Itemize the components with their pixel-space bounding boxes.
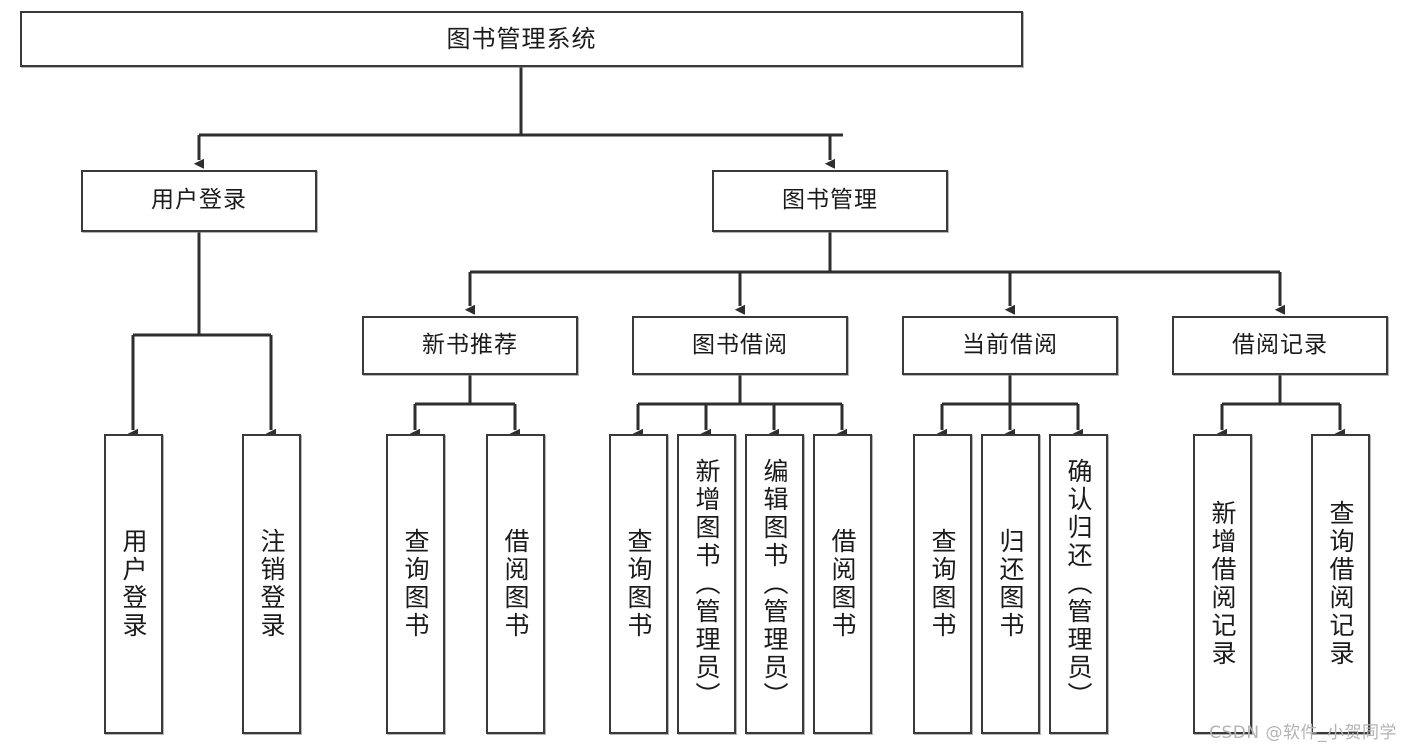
node-leaf-borrow-book-1[interactable]: 借阅图书 — [486, 434, 545, 734]
node-leaf-user-logout[interactable]: 注销登录 — [242, 434, 301, 734]
node-user-login-label: 用户登录 — [151, 187, 247, 214]
node-leaf-user-login-label: 用户登录 — [119, 528, 148, 640]
node-leaf-confirm-return-label: 确认归还（管理员） — [1064, 458, 1093, 710]
node-leaf-query-record-label: 查询借阅记录 — [1326, 500, 1355, 668]
node-leaf-return-book-label: 归还图书 — [996, 528, 1025, 640]
node-leaf-query-book-1-label: 查询图书 — [401, 528, 430, 640]
node-book-manage[interactable]: 图书管理 — [712, 170, 948, 232]
connector-root-to-level1 — [199, 67, 843, 160]
node-leaf-user-logout-label: 注销登录 — [257, 528, 286, 640]
node-new-book-recommend-label: 新书推荐 — [422, 331, 518, 358]
node-leaf-borrow-book-1-label: 借阅图书 — [501, 528, 530, 640]
node-leaf-add-record-label: 新增借阅记录 — [1208, 500, 1237, 668]
node-book-borrow[interactable]: 图书借阅 — [632, 316, 848, 375]
node-borrow-record-label: 借阅记录 — [1232, 331, 1328, 358]
node-leaf-user-login[interactable]: 用户登录 — [104, 434, 163, 734]
node-leaf-add-record[interactable]: 新增借阅记录 — [1193, 434, 1252, 734]
node-leaf-query-book-1[interactable]: 查询图书 — [386, 434, 445, 734]
node-current-borrow-label: 当前借阅 — [962, 331, 1058, 358]
node-leaf-add-book-label: 新增图书（管理员） — [692, 458, 721, 710]
connector-currentborrow-to-leaves — [942, 375, 1078, 430]
node-leaf-borrow-book-2[interactable]: 借阅图书 — [813, 434, 872, 734]
connector-borrowrecord-to-leaves — [1222, 375, 1340, 430]
node-leaf-add-book[interactable]: 新增图书（管理员） — [677, 434, 736, 734]
node-book-manage-label: 图书管理 — [782, 187, 878, 214]
node-leaf-query-book-3[interactable]: 查询图书 — [913, 434, 972, 734]
watermark-text: CSDN @软件_小贺同学 — [1209, 723, 1397, 743]
node-leaf-borrow-book-2-label: 借阅图书 — [828, 528, 857, 640]
node-leaf-return-book[interactable]: 归还图书 — [981, 434, 1040, 734]
node-leaf-query-book-2[interactable]: 查询图书 — [609, 434, 668, 734]
node-current-borrow[interactable]: 当前借阅 — [902, 316, 1118, 375]
node-book-borrow-label: 图书借阅 — [692, 331, 788, 358]
node-user-login[interactable]: 用户登录 — [81, 170, 317, 232]
node-borrow-record[interactable]: 借阅记录 — [1172, 316, 1388, 375]
node-leaf-edit-book-label: 编辑图书（管理员） — [760, 458, 789, 710]
connector-bookborrow-to-leaves — [638, 375, 842, 430]
node-leaf-query-book-3-label: 查询图书 — [928, 528, 957, 640]
node-root-label: 图书管理系统 — [446, 24, 597, 53]
node-leaf-confirm-return[interactable]: 确认归还（管理员） — [1049, 434, 1108, 734]
connector-newbook-to-leaves — [415, 375, 515, 430]
node-new-book-recommend[interactable]: 新书推荐 — [362, 316, 578, 375]
connector-userlogin-to-leaves — [133, 232, 271, 430]
node-leaf-query-book-2-label: 查询图书 — [624, 528, 653, 640]
node-leaf-query-record[interactable]: 查询借阅记录 — [1311, 434, 1370, 734]
connector-bookmanage-to-level2 — [470, 232, 1280, 306]
node-root-book-management-system[interactable]: 图书管理系统 — [20, 11, 1023, 67]
node-leaf-edit-book[interactable]: 编辑图书（管理员） — [745, 434, 804, 734]
